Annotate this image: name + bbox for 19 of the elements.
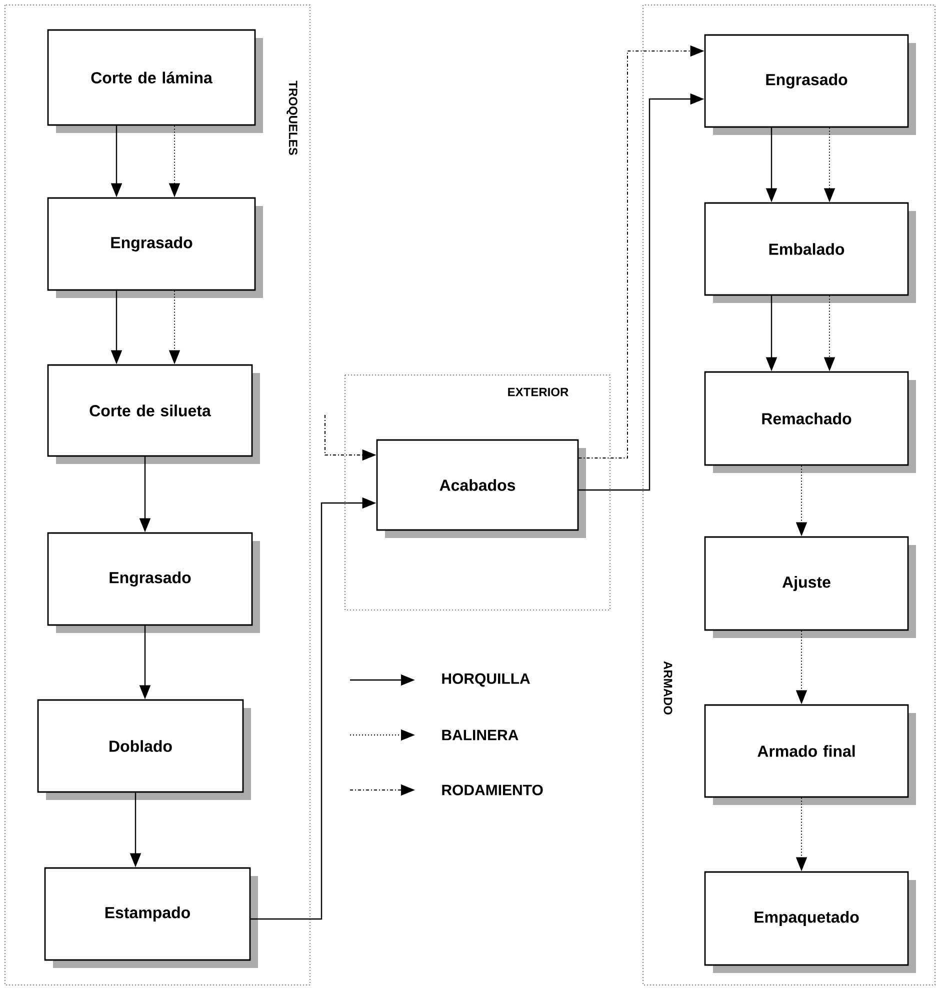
process-box: Estampado: [44, 867, 258, 968]
process-box: Corte de lámina: [47, 29, 263, 133]
process-box: Ajuste: [704, 536, 916, 638]
process-box: Engrasado: [704, 34, 916, 135]
legend-label: RODAMIENTO: [442, 784, 543, 796]
process-box: Corte de silueta: [47, 364, 260, 464]
legend-label: BALINERA: [442, 730, 518, 740]
process-box: Embalado: [704, 202, 916, 303]
process-box: Empaquetado: [704, 871, 916, 973]
group-label: EXTERIOR: [508, 388, 568, 396]
process-box: Armado final: [704, 704, 916, 805]
process-box: Doblado: [37, 699, 251, 800]
process-box: Engrasado: [47, 532, 260, 633]
group-label: TROQUELES: [286, 80, 298, 155]
legend-label: HORQUILLA: [442, 673, 530, 687]
process-box: Remachado: [704, 371, 916, 473]
process-box: Engrasado: [47, 197, 263, 298]
process-box: Acabados: [376, 439, 586, 538]
group-label: ARMADO: [664, 661, 672, 714]
